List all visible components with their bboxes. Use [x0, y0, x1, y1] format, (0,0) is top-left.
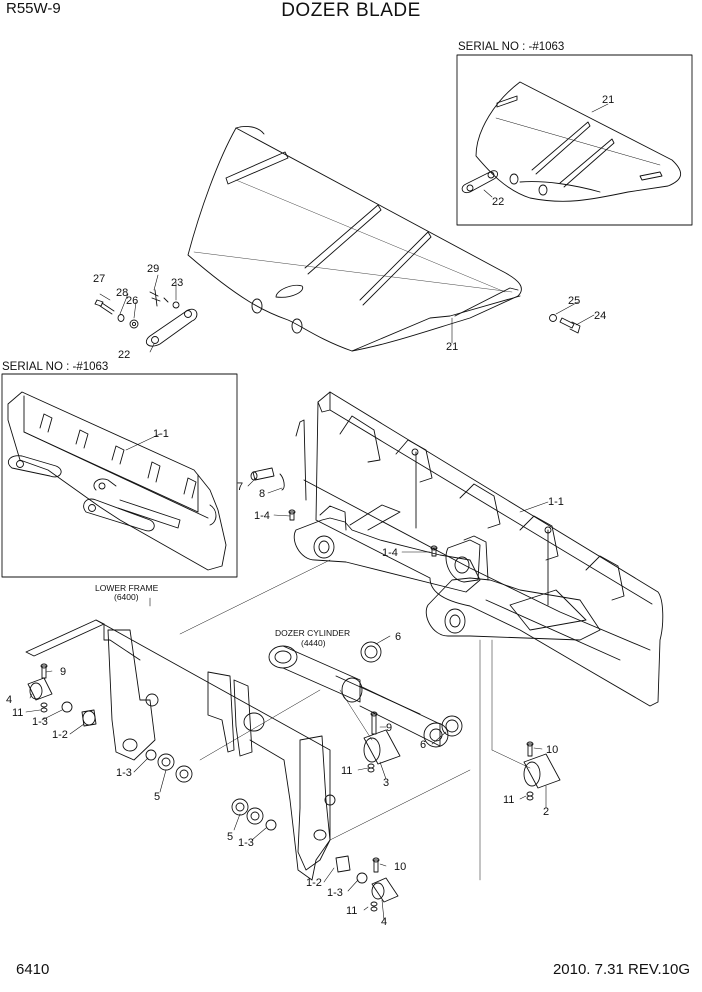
callout-4-b: 4	[381, 916, 387, 928]
serial-label-top: SERIAL NO : -#1063	[458, 41, 564, 53]
callout-1-2: 1-2	[52, 729, 68, 741]
callout-1-3-b: 1-3	[116, 767, 132, 779]
frame-arm-left	[293, 504, 481, 593]
lower-frame-caption: LOWER FRAME	[95, 583, 159, 593]
page-number: 6410	[16, 961, 50, 978]
callout-29: 29	[147, 263, 159, 275]
callout-5-b: 5	[227, 831, 233, 843]
callout-27: 27	[93, 273, 105, 285]
pins	[27, 677, 561, 903]
hidden-lines	[179, 559, 531, 881]
callout-10-b: 10	[394, 861, 406, 873]
dozer-cylinder-caption: DOZER CYLINDER	[275, 628, 350, 638]
dozer-cylinder	[268, 645, 449, 748]
date-revision: 2010. 7.31 REV.10G	[552, 961, 690, 978]
grease-fittings	[288, 509, 438, 557]
callout-4: 4	[6, 694, 12, 706]
callout-9: 9	[60, 666, 66, 678]
lower-frame	[25, 619, 336, 881]
frame-arm-right	[425, 535, 601, 641]
link-inset-top	[461, 170, 499, 194]
callout-28: 28	[116, 287, 128, 299]
callout-3: 3	[383, 777, 389, 789]
lower-frame-ref: (6400)	[114, 592, 139, 602]
callout-2: 2	[543, 806, 549, 818]
callout-22-main: 22	[118, 349, 130, 361]
inset-frame-left	[1, 373, 238, 578]
dozer-cylinder-ref: (4440)	[301, 638, 326, 648]
callout-1-4: 1-4	[254, 510, 270, 522]
dozer-blade	[187, 126, 522, 352]
callout-26: 26	[126, 295, 138, 307]
callout-1-3-d: 1-3	[327, 887, 343, 899]
callout-9-b: 9	[386, 722, 392, 734]
bolts	[40, 663, 534, 912]
callout-24: 24	[594, 310, 606, 322]
fasteners-right	[549, 314, 581, 334]
callout-6: 6	[395, 631, 401, 643]
callout-1-3: 1-3	[32, 716, 48, 728]
model-label: R55W-9	[6, 0, 61, 17]
serial-label-left: SERIAL NO : -#1063	[2, 361, 108, 373]
callout-21: 21	[602, 94, 614, 106]
callout-11-d: 11	[346, 905, 357, 917]
callout-21-main: 21	[446, 341, 458, 353]
callout-1-4-b: 1-4	[382, 547, 398, 559]
leader-lines	[25, 274, 595, 921]
callout-11: 11	[12, 707, 23, 719]
callout-11-c: 11	[503, 794, 514, 806]
callout-25: 25	[568, 295, 580, 307]
callout-1-1-inset: 1-1	[153, 428, 169, 440]
callout-5: 5	[154, 791, 160, 803]
seals-and-bushings	[61, 641, 463, 884]
callout-1-3-c: 1-3	[238, 837, 254, 849]
callout-11-b: 11	[341, 765, 352, 777]
blade-inset-top	[475, 81, 681, 202]
callout-7: 7	[237, 481, 243, 493]
callout-1-2-b: 1-2	[306, 877, 322, 889]
dozer-frame	[295, 391, 664, 707]
pin-7-8	[250, 467, 285, 491]
page-title: DOZER BLADE	[281, 0, 421, 21]
callout-23: 23	[171, 277, 183, 289]
link-arm	[146, 308, 198, 347]
callout-1-1: 1-1	[548, 496, 564, 508]
fasteners-left	[94, 289, 180, 329]
callouts: 21 22 27 29 28 26 23 22 25 24 21 1-1 7 8…	[6, 94, 614, 928]
inset-frame-top	[456, 54, 693, 226]
callout-6-b: 6	[420, 739, 426, 751]
callout-8: 8	[259, 488, 265, 500]
frame-inset-left	[7, 391, 227, 571]
callout-22: 22	[492, 196, 504, 208]
callout-10: 10	[546, 744, 558, 756]
